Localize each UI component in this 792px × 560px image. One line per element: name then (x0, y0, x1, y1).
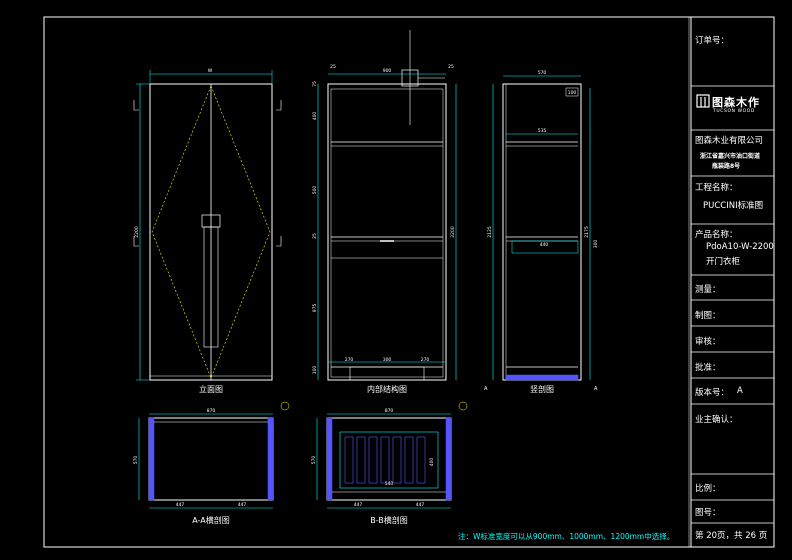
door-swing-left (151, 85, 212, 379)
bb-width-dim: 870 (385, 408, 394, 414)
int-total-dim: 2200 (450, 226, 456, 238)
product-name-label: 产品名称： (695, 230, 738, 240)
scale-label: 比例： (695, 484, 721, 494)
sec-top-width-dim: 570 (538, 70, 547, 76)
svg-text:447: 447 (176, 502, 185, 508)
bb-caption: B-B横剖图 (370, 516, 408, 525)
measure-label: 测量： (695, 285, 721, 295)
draw-label: 制图： (695, 311, 721, 321)
elev-width-dim: W (208, 68, 213, 74)
width-note: 注：W标准宽度可以从900mm、1000mm、1200mm中选择。 (458, 532, 675, 541)
svg-text:447: 447 (238, 502, 247, 508)
svg-text:535: 535 (538, 128, 547, 134)
svg-text:2175: 2175 (584, 226, 590, 238)
svg-text:75: 75 (312, 81, 318, 87)
svg-text:100: 100 (312, 366, 318, 375)
int-top-width-dim: 900 (383, 68, 392, 74)
approve-label: 批准： (695, 363, 721, 373)
company-address-2: 瓶装路8号 (712, 163, 741, 170)
owner-confirm-label: 业主确认： (695, 415, 738, 425)
svg-text:270: 270 (345, 357, 354, 363)
title-block-grid (691, 85, 774, 524)
version-label: 版本号： (695, 388, 730, 398)
svg-text:A: A (484, 386, 488, 392)
internal-caption: 内部结构图 (367, 385, 407, 394)
aa-section-view: 870 570 447 447 (133, 401, 290, 509)
svg-text:500: 500 (312, 186, 318, 195)
svg-text:A: A (594, 386, 598, 392)
internal-structure-view: 900 25 25 75 400 500 25 975 100 2200 270… (312, 30, 457, 381)
version-value: A (737, 386, 743, 396)
review-label: 审核： (695, 337, 721, 347)
svg-text:270: 270 (421, 357, 430, 363)
svg-text:25: 25 (312, 233, 318, 239)
svg-text:100: 100 (568, 90, 577, 96)
outer-frame (43, 16, 775, 548)
elev-height-dim: 2200 (134, 226, 140, 238)
company-name: 图森木业有限公司 (695, 136, 764, 146)
svg-text:447: 447 (416, 502, 425, 508)
product-code: PdoA10-W-2200 (706, 242, 774, 252)
vertical-section-view: 570 535 440 100 2125 2175 300 A A (484, 70, 599, 392)
svg-text:300: 300 (383, 357, 392, 363)
svg-text:570: 570 (133, 456, 139, 465)
svg-text:570: 570 (311, 456, 317, 465)
elevation-view: W 2200 (133, 68, 282, 381)
page-info: 第 20页，共 26 页 (695, 531, 768, 541)
aa-width-dim: 870 (207, 408, 216, 414)
logo-text: 图森木作 (712, 96, 760, 109)
svg-text:25: 25 (448, 64, 454, 70)
svg-text:540: 540 (385, 481, 394, 487)
section-caption: 竖剖图 (530, 385, 554, 394)
svg-text:400: 400 (312, 112, 318, 121)
bb-section-view: 870 570 540 400 447 447 (311, 401, 468, 509)
aa-caption: A-A横剖图 (192, 516, 230, 525)
logo-sub: TUCSON WOOD (713, 109, 755, 114)
svg-text:25: 25 (330, 64, 336, 70)
product-type: 开门衣柜 (706, 257, 741, 267)
project-name-value: PUCCINI标准图 (703, 201, 764, 211)
elevation-caption: 立面图 (199, 385, 223, 394)
svg-text:300: 300 (593, 240, 599, 249)
svg-text:447: 447 (354, 502, 363, 508)
door-swing-right (210, 85, 271, 379)
project-name-label: 工程名称： (695, 183, 738, 193)
svg-text:2125: 2125 (487, 226, 493, 238)
order-no-label: 订单号： (695, 36, 730, 46)
svg-text:400: 400 (429, 458, 435, 467)
drawing-no-label: 图号： (695, 508, 721, 518)
company-address-1: 浙江省嘉兴市油口街道 (700, 153, 761, 160)
svg-text:975: 975 (312, 304, 318, 313)
company-logo-icon (696, 94, 710, 108)
svg-text:440: 440 (540, 242, 549, 248)
